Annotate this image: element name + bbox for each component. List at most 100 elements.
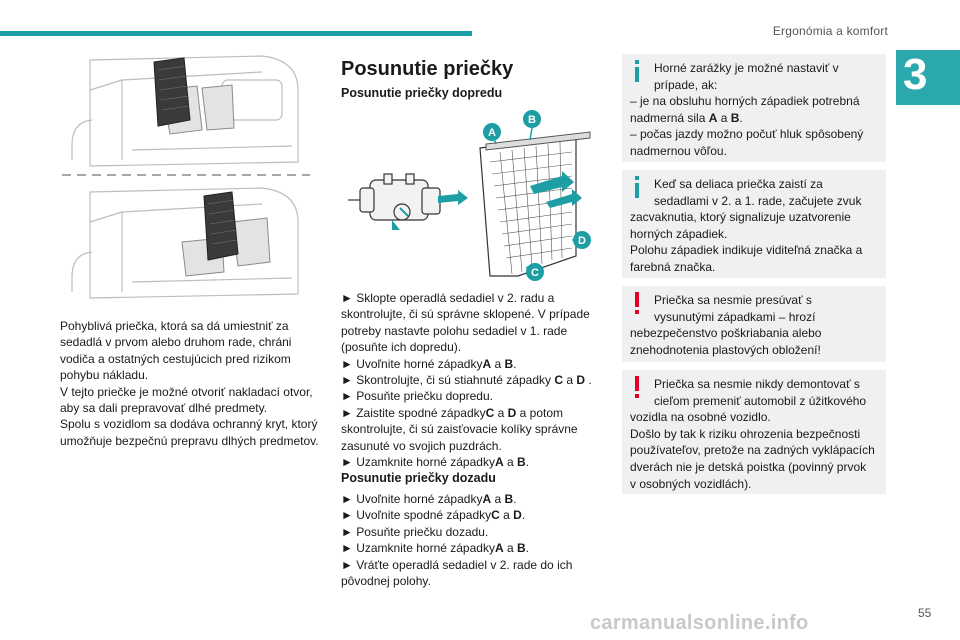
description-line: Spolu s vozidlom sa dodáva ochranný kryt…	[60, 417, 318, 432]
text-fragment: a	[717, 110, 731, 125]
text-fragment: .	[513, 356, 517, 371]
callout-b-label: B	[528, 114, 536, 126]
subtitle-forward: Posunutie priečky dopredu	[341, 86, 503, 100]
text-line: ► Zaistite spodné západkyC a D a potom	[341, 405, 611, 421]
latch-letter: C	[485, 405, 495, 420]
text-fragment: ► Uvoľnite spodné západky	[341, 508, 492, 523]
text-line: nadmerná sila A a B.	[630, 110, 880, 127]
text-fragment: Priečka sa nesmie presúvať s	[654, 293, 812, 307]
warning-box-latches: Priečka sa nesmie presúvať s vysunutými z…	[622, 286, 886, 362]
text-fragment: a potom	[516, 405, 564, 420]
figure-divider	[62, 174, 310, 176]
text-fragment: nadmerná sila	[630, 110, 709, 125]
text-fragment: Horné zarážky je možné nastaviť v	[654, 61, 839, 75]
info-box-text: Horné zarážky je možné nastaviť v prípade…	[630, 60, 880, 160]
callout-a-label: A	[488, 127, 496, 139]
text-fragment: prípade, ak:	[654, 77, 718, 92]
callout-d-label: D	[578, 235, 586, 247]
text-fragment: zasunuté vo svojich puzdrách.	[341, 438, 502, 453]
warning-icon	[635, 292, 639, 314]
warning-icon	[635, 376, 639, 398]
latch-letter: C	[491, 508, 500, 523]
text-line: vysunutými západkami – hrozí	[630, 309, 880, 326]
latch-letter: A	[482, 492, 492, 506]
text-fragment: cieľom premeniť automobil z úžitkového	[654, 393, 867, 408]
text-line: ► Uvoľnite horné západkyA a B.	[341, 356, 611, 372]
text-line: prípade, ak:	[630, 77, 880, 94]
text-fragment: pôvodnej polohy.	[341, 574, 431, 589]
latch-letter: B	[504, 492, 514, 506]
text-line: skontrolujte, či sú správne sklopené. V …	[341, 306, 611, 322]
text-line: dverách nie je detská poistka (povinný p…	[630, 459, 880, 476]
text-line: skontrolujte, či sú zaisťovacie kolíky s…	[341, 421, 611, 437]
text-fragment: ► Zaistite spodné západky	[341, 405, 486, 420]
page-number: 55	[918, 606, 932, 620]
callout-d: D	[572, 231, 591, 249]
text-fragment: skontrolujte, či sú zaisťovacie kolíky s…	[341, 422, 578, 437]
info-icon	[635, 176, 639, 198]
description-line: sedadlá v prvom alebo druhom rade, chrán…	[60, 335, 292, 350]
text-fragment: ► Vráťte operadlá sedadiel v 2. rade do …	[341, 557, 573, 572]
description-line: pohybu nákladu.	[60, 368, 149, 383]
backward-steps: ► Uvoľnite horné západkyA a B.► Uvoľnite…	[341, 491, 611, 589]
text-line: zasunuté vo svojich puzdrách.	[341, 438, 611, 454]
text-line: pôvodnej polohy.	[341, 573, 611, 589]
text-line: ► Uvoľnite spodné západkyC a D.	[341, 507, 611, 523]
text-line: nebezpečenstvo poškriabania alebo	[630, 325, 880, 342]
latch-letter: B	[516, 455, 526, 470]
text-fragment: nebezpečenstvo poškriabania alebo	[630, 326, 822, 341]
text-line: ► Uzamknite horné západkyA a B.	[341, 454, 611, 470]
text-fragment: Došlo by tak k riziku ohrozenia bezpečno…	[630, 426, 861, 441]
latch-letter: D	[513, 508, 522, 523]
section-title: Ergonómia a komfort	[772, 24, 888, 38]
text-fragment: .	[525, 455, 529, 470]
text-fragment: Priečka sa nesmie nikdy demontovať s	[654, 377, 860, 391]
text-fragment: ► Sklopte operadlá sedadiel v 2. radu a	[341, 291, 555, 305]
text-line: Došlo by tak k riziku ohrozenia bezpečno…	[630, 426, 880, 443]
text-fragment: v osobných vozidlách).	[630, 476, 752, 491]
info-box-text: Keď sa deliaca priečka zaistí za sedadlam…	[630, 176, 880, 276]
text-fragment: vysunutými západkami – hrozí	[654, 309, 816, 324]
text-fragment: používateľov, pretože na zadných vyklápa…	[630, 443, 875, 458]
text-fragment: a	[499, 508, 514, 523]
latch-letter: A	[482, 356, 492, 371]
text-line: – počas jazdy možno počuť hluk spôsobený	[630, 126, 880, 143]
text-fragment: sedadlami v 2. a 1. rade, začujete zvuk	[654, 193, 862, 208]
text-fragment: horných západiek.	[630, 226, 728, 241]
text-fragment: zacvaknutia, ktorý signalizuje uzatvoren…	[630, 210, 851, 225]
description-line: umožňuje bezpečnú prepravu dlhých predme…	[60, 433, 319, 448]
watermark: carmanualsonline.info	[590, 612, 809, 634]
description-line: Pohyblivá priečka, ktorá sa dá umiestniť…	[60, 319, 289, 333]
van-interior-figure-top	[71, 55, 299, 167]
page-title: Posunutie priečky	[341, 58, 514, 80]
text-fragment: a	[503, 455, 517, 470]
header-accent-bar	[0, 31, 472, 36]
text-line: Horné zarážky je možné nastaviť v	[630, 60, 880, 77]
callout-b: B	[523, 110, 541, 141]
warning-box-text: Priečka sa nesmie nikdy demontovať s cieľ…	[630, 376, 880, 492]
latch-letter: A	[494, 455, 504, 470]
text-fragment: ► Uzamknite horné západky	[341, 541, 495, 556]
text-line: znehodnotenia plastových obložení!	[630, 342, 880, 359]
text-fragment: ► Posuňte priečku dopredu.	[341, 389, 493, 404]
van-interior-figure-bottom	[71, 187, 299, 299]
text-line: – je na obsluhu horných západiek potrebn…	[630, 93, 880, 110]
info-box-click-sound: Keď sa deliaca priečka zaistí za sedadlam…	[622, 170, 886, 278]
text-line: vozidla na osobné vozidlo.	[630, 409, 880, 426]
subtitle-backward: Posunutie priečky dozadu	[341, 471, 496, 485]
text-line: v osobných vozidlách).	[630, 476, 880, 493]
text-fragment: Keď sa deliaca priečka zaistí za	[654, 177, 823, 191]
latch-letter: B	[504, 356, 514, 371]
text-fragment: .	[513, 492, 517, 506]
latch-letter: A	[494, 541, 504, 556]
latch-letter: B	[516, 541, 526, 556]
text-line: (posuňte ich dopredu).	[341, 339, 611, 355]
text-fragment: .	[585, 373, 592, 388]
info-box-upper-stops: Horné zarážky je možné nastaviť v prípade…	[622, 54, 886, 162]
text-line: potreby nastavte polohu sedadiel v 1. ra…	[341, 323, 611, 339]
text-line: Priečka sa nesmie nikdy demontovať s	[630, 376, 880, 393]
partition-description: Pohyblivá priečka, ktorá sa dá umiestniť…	[60, 318, 322, 449]
latch-letter: C	[554, 373, 563, 388]
text-fragment: .	[739, 110, 743, 125]
